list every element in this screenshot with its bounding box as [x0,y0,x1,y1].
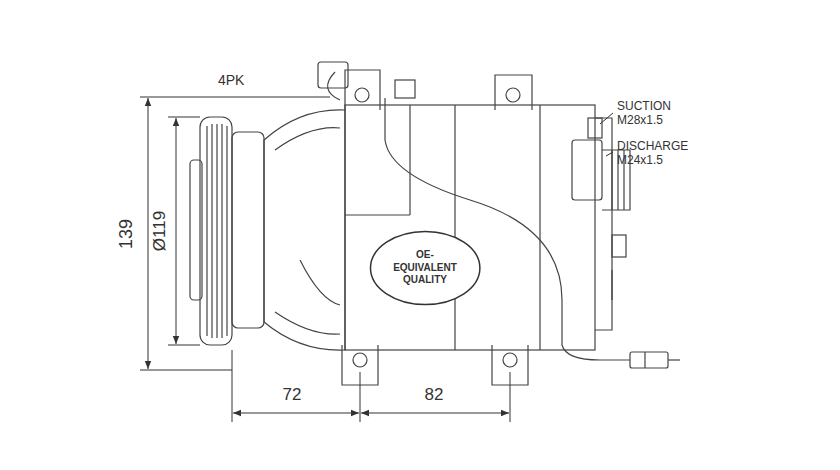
dimension-value: 82 [423,385,446,405]
dimension-lines [140,97,613,422]
port-spec: DISCHARGE M24x1.5 [617,140,701,168]
seal-text: OE- EQUIVALENT QUALITY [389,249,461,287]
quality-seal: OE- EQUIVALENT QUALITY [369,230,481,306]
dimension-value: Ø119 [150,209,170,253]
dimension-value: 72 [281,385,304,405]
belt-spec: 4PK [218,72,244,88]
port-spec: SUCTION M28x1.5 [617,100,697,128]
compressor-outline [190,62,680,385]
dimension-value: 139 [116,217,137,251]
